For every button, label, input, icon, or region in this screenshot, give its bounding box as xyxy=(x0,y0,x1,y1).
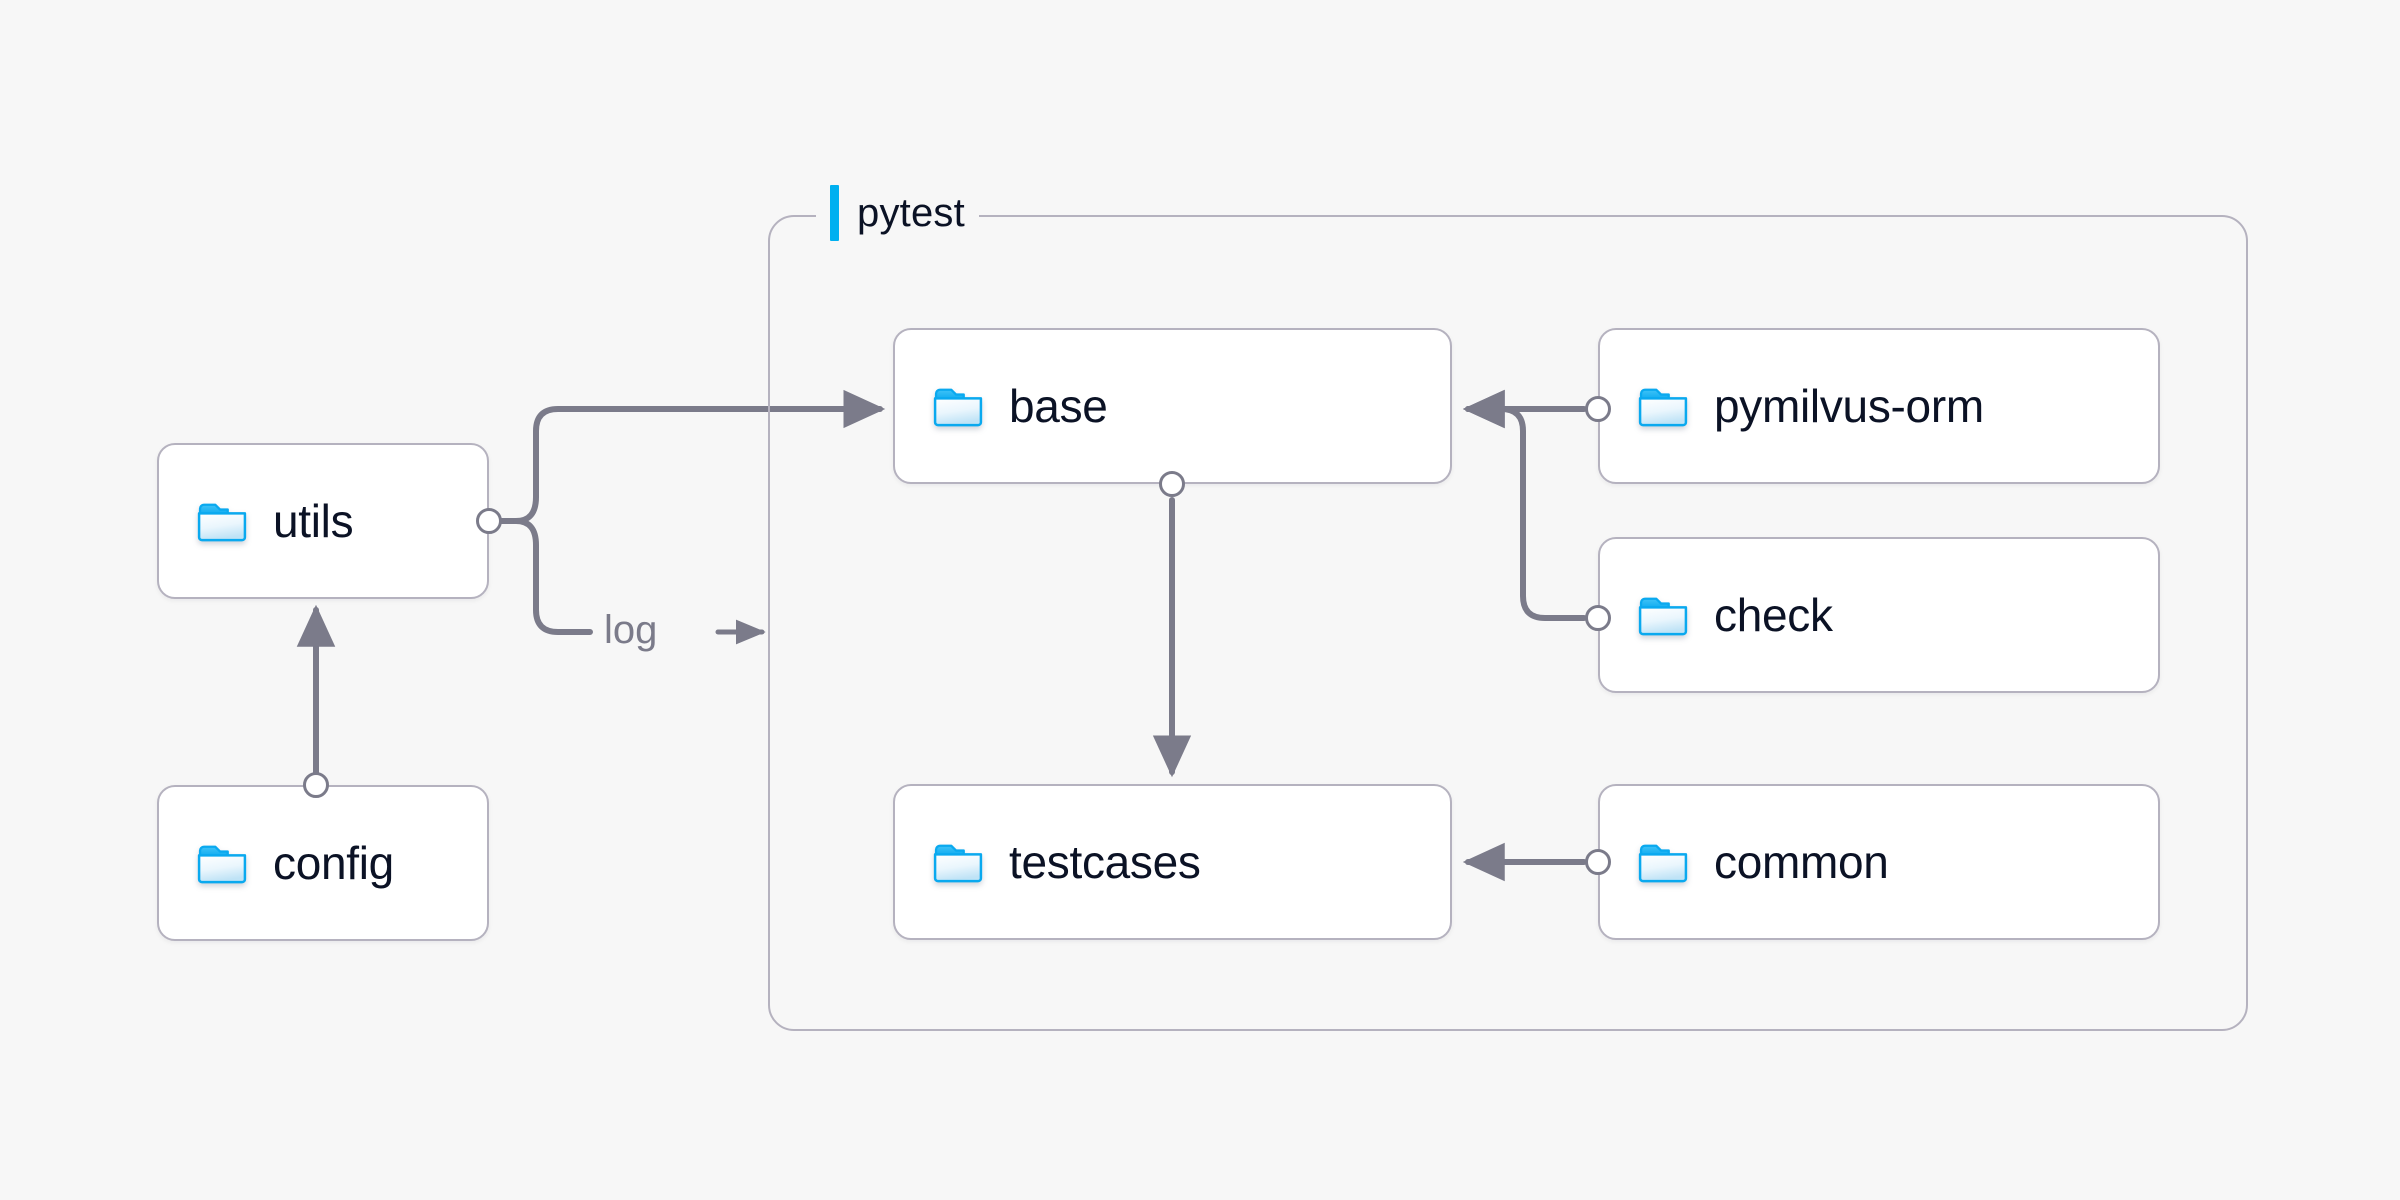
node-testcases-label: testcases xyxy=(1009,836,1201,888)
group-pytest-label: pytest xyxy=(816,185,979,241)
folder-icon xyxy=(197,845,247,884)
node-common[interactable]: common xyxy=(1598,784,2160,940)
node-base[interactable]: base xyxy=(893,328,1452,484)
folder-icon xyxy=(1638,388,1688,427)
node-testcases-content: testcases xyxy=(895,835,1201,889)
node-check-content: check xyxy=(1600,588,1833,642)
folder-icon xyxy=(1638,844,1688,883)
node-common-label: common xyxy=(1714,836,1889,888)
node-config[interactable]: config xyxy=(157,785,489,941)
port-utils-right[interactable] xyxy=(476,508,502,534)
edge-utils-to-log xyxy=(513,518,593,635)
port-config-top[interactable] xyxy=(303,772,329,798)
folder-icon xyxy=(933,388,983,427)
node-pymilvus-orm[interactable]: pymilvus-orm xyxy=(1598,328,2160,484)
node-check[interactable]: check xyxy=(1598,537,2160,693)
port-pymilvus-orm-left[interactable] xyxy=(1585,396,1611,422)
node-config-label: config xyxy=(273,837,394,889)
folder-icon xyxy=(197,503,247,542)
folder-icon xyxy=(933,844,983,883)
node-pymilvus-orm-label: pymilvus-orm xyxy=(1714,380,1984,432)
node-base-label: base xyxy=(1009,380,1108,432)
edge-label-log: log xyxy=(604,608,658,652)
node-utils[interactable]: utils xyxy=(157,443,489,599)
node-utils-label: utils xyxy=(273,495,354,547)
group-title-text: pytest xyxy=(857,190,965,235)
folder-icon xyxy=(1638,597,1688,636)
group-pytest[interactable] xyxy=(768,215,2248,1031)
node-common-content: common xyxy=(1600,835,1889,889)
node-config-content: config xyxy=(159,836,394,890)
node-utils-content: utils xyxy=(159,494,354,548)
node-base-content: base xyxy=(895,379,1108,433)
port-check-left[interactable] xyxy=(1585,605,1611,631)
node-check-label: check xyxy=(1714,589,1833,641)
group-accent-bar xyxy=(830,185,839,241)
port-base-bottom[interactable] xyxy=(1159,471,1185,497)
node-pymilvus-orm-content: pymilvus-orm xyxy=(1600,379,1984,433)
node-testcases[interactable]: testcases xyxy=(893,784,1452,940)
port-common-left[interactable] xyxy=(1585,849,1611,875)
